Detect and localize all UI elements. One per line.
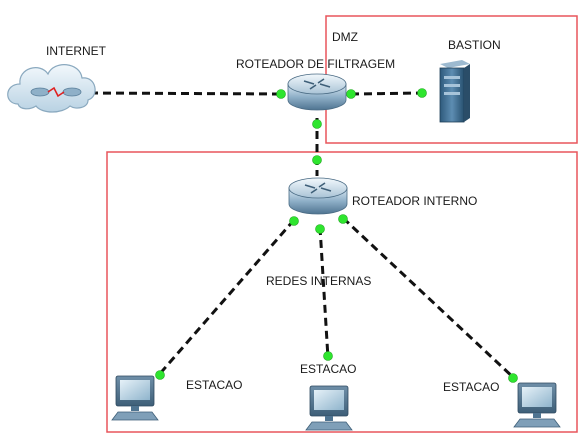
link-status-dot <box>346 89 356 99</box>
link-status-dot <box>312 155 322 165</box>
link-status-dot <box>155 370 165 380</box>
internal-router-label: ROTEADOR INTERNO <box>352 194 478 208</box>
router-icon[interactable] <box>287 73 347 111</box>
pc-icon[interactable] <box>111 375 159 421</box>
filter-router-label: ROTEADOR DE FILTRAGEM <box>236 57 396 71</box>
station-center-label: ESTACAO <box>300 362 357 376</box>
station-left-label: ESTACAO <box>186 378 243 392</box>
link-status-dot <box>315 224 325 234</box>
link-internet-filter-router <box>89 91 284 96</box>
link-status-dot <box>338 214 348 224</box>
server-icon[interactable] <box>439 60 470 123</box>
bastion-label: BASTION <box>448 38 501 52</box>
pc-icon[interactable] <box>305 385 353 431</box>
link-status-dot <box>312 119 322 129</box>
link-filter-router-bastion <box>350 91 423 96</box>
link-status-dot <box>417 88 427 98</box>
cloud-icon[interactable] <box>7 64 96 113</box>
link-status-dot <box>289 216 299 226</box>
internet-label: INTERNET <box>46 44 106 58</box>
link-internal-router-station-right <box>341 216 517 381</box>
internal-zone-label: REDES INTERNAS <box>266 274 372 288</box>
link-internal-router-station-center <box>318 226 330 359</box>
dmz-zone-label: DMZ <box>332 30 358 44</box>
link-status-dot <box>323 351 333 361</box>
internal-zone-border <box>106 151 578 433</box>
station-right-label: ESTACAO <box>443 380 500 394</box>
link-internal-router-station-left <box>155 219 296 378</box>
router-icon[interactable] <box>288 177 348 215</box>
pc-icon[interactable] <box>513 382 561 428</box>
link-status-dot <box>508 373 518 383</box>
link-status-dot <box>276 89 286 99</box>
